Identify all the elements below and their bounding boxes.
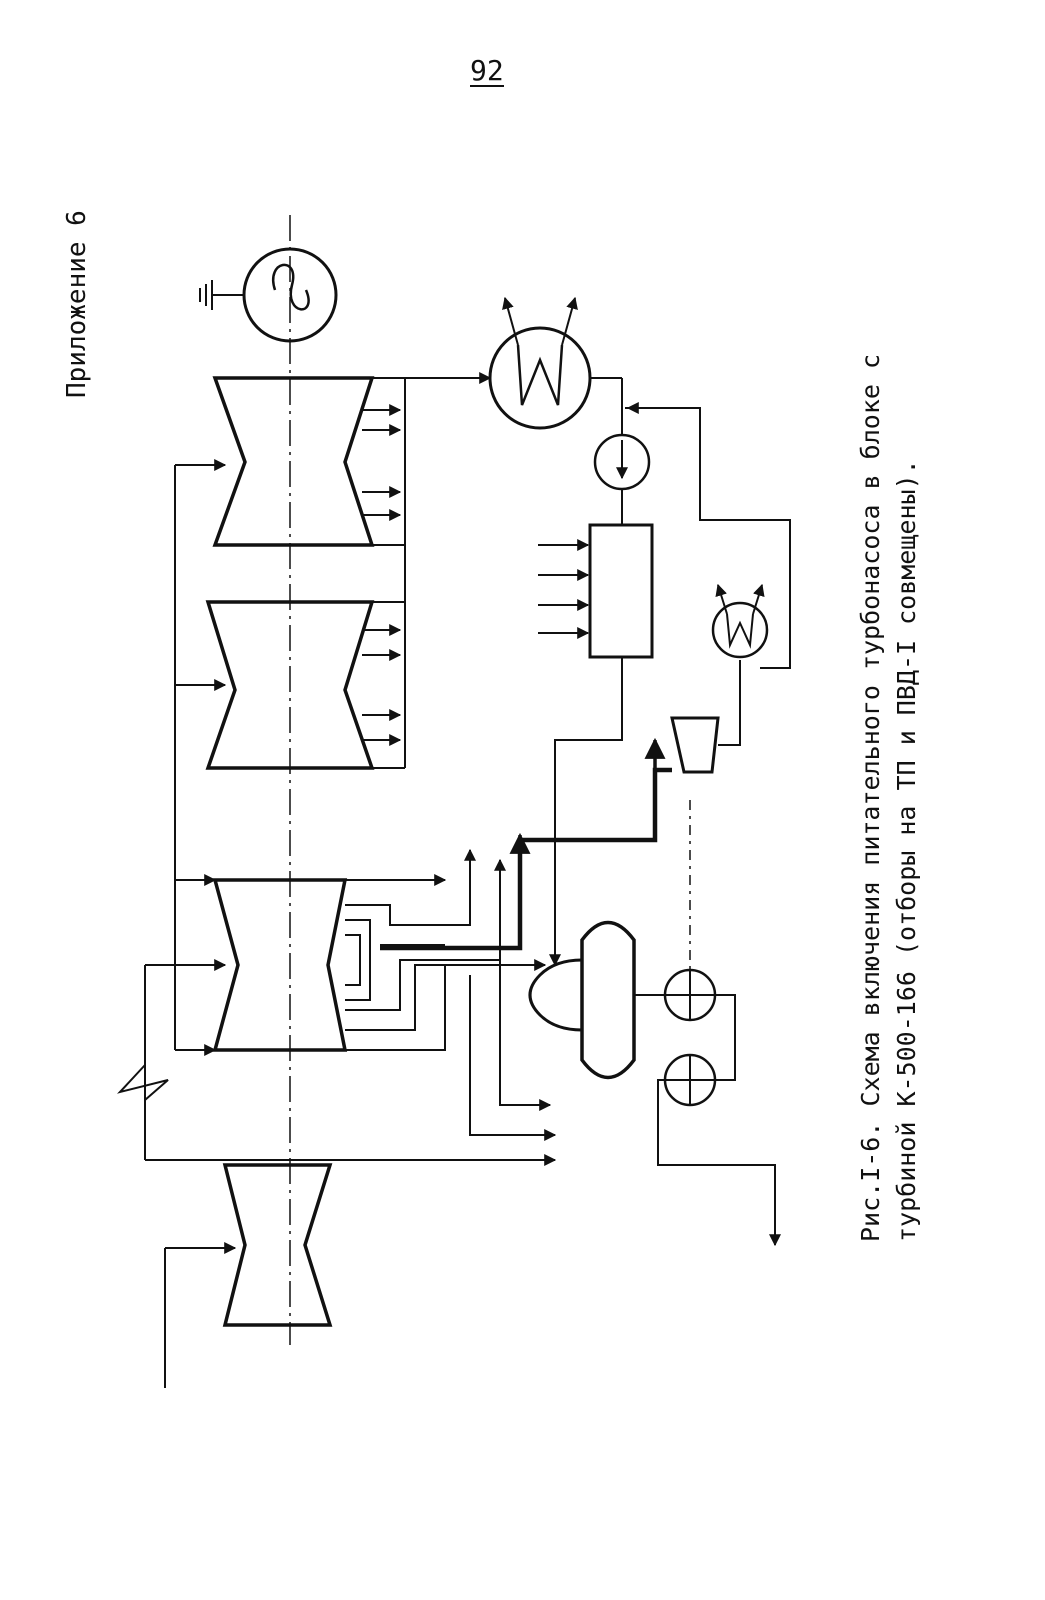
- lp-turbine-1: [212, 376, 375, 547]
- condensate-pump: [593, 433, 651, 491]
- lp-heater-block: [588, 523, 654, 659]
- feed-pump-drive-turbine: [670, 716, 720, 774]
- hp-turbine: [222, 1163, 333, 1327]
- ip-turbine: [212, 878, 348, 1052]
- figure-caption-line-2: турбиной К-500-166 (отборы на ТП и ПВД-I…: [892, 459, 921, 1242]
- deaerator: [528, 920, 636, 1080]
- steam-crossover-lines: [116, 459, 557, 1388]
- pump-turbine-condenser: [711, 583, 769, 659]
- ip-extraction-lines: [345, 848, 557, 1141]
- lp-extraction-arrows: [362, 377, 406, 769]
- drive-steam-line: [380, 767, 672, 951]
- lp-heater-inputs: [538, 539, 590, 639]
- ground-symbol: [199, 280, 244, 310]
- feed-pump-2: [663, 1053, 717, 1107]
- feed-pump-1: [663, 968, 717, 1022]
- figure-caption-line-1: Рис.I-6. Схема включения питательного ту…: [856, 353, 885, 1242]
- main-condenser: [488, 296, 592, 430]
- page-number: 92: [470, 54, 504, 88]
